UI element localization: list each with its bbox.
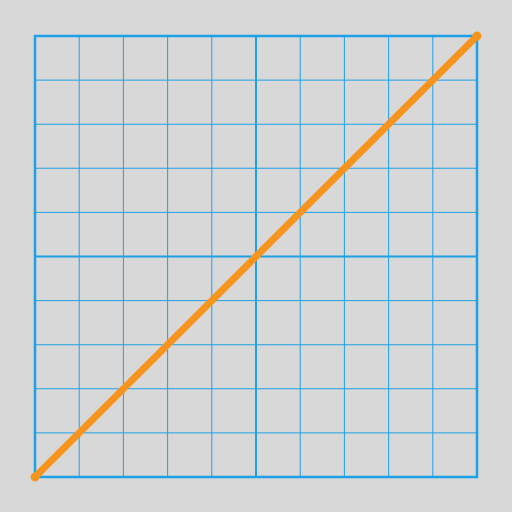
data-point	[30, 472, 40, 482]
plot-border	[33, 34, 479, 479]
series-line	[31, 32, 481, 481]
data-point	[472, 31, 482, 41]
